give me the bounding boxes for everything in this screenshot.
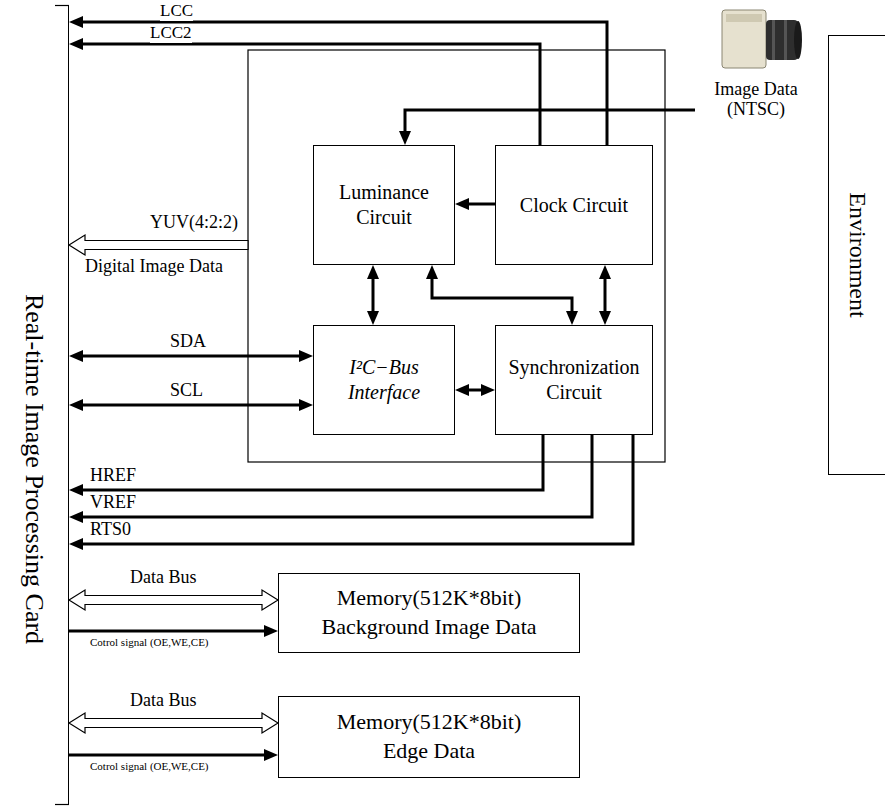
memory-box: Memory(512K*8bit)Background Image Data [278, 573, 580, 653]
signal-name: LCC [160, 2, 193, 21]
circuit-block: Clock Circuit [495, 145, 653, 265]
block-text: Clock Circuit [502, 193, 646, 218]
arrow-head [69, 538, 83, 550]
card-band: Real-time Image Processing Card [0, 5, 69, 805]
bracket-tick [55, 804, 69, 805]
hollow-arrow [69, 235, 248, 255]
circuit-block: Luminance Circuit [313, 145, 455, 265]
signal-arrow [367, 265, 379, 325]
interface-block: I²C−Bus Interface [313, 325, 455, 435]
lens-ring [772, 20, 775, 60]
signal-name: RTS0 [90, 520, 131, 540]
arrow-head [399, 131, 411, 145]
annotation-label: Digital Image Data [85, 257, 223, 277]
signal-arrow [455, 198, 495, 210]
block-text: I²C−Bus Interface [320, 355, 448, 405]
image-wire [405, 110, 695, 131]
signal-line [82, 355, 300, 358]
block-text: Synchronization Circuit [502, 355, 646, 405]
signal-line [372, 278, 375, 312]
signal-name: SDA [170, 332, 206, 352]
camera-lens [766, 20, 798, 60]
signal-name: VREF [90, 493, 136, 513]
arrow-head [426, 265, 438, 279]
arrow-head [69, 350, 83, 362]
arrow-head [481, 384, 495, 396]
signal-line [604, 278, 607, 312]
block-text: Background Image Data [285, 613, 573, 642]
vertical-title: Environment [844, 192, 871, 317]
signal-line [69, 754, 265, 757]
camera-icon [722, 10, 802, 68]
signal-arrow [455, 384, 495, 396]
arrow-head [69, 484, 83, 496]
arrow-head [599, 311, 611, 325]
lens-front [794, 21, 802, 59]
signal-line [82, 435, 633, 544]
block-text: Memory(512K*8bit) [285, 708, 573, 737]
memory-box: Memory(512K*8bit)Edge Data [278, 696, 580, 778]
arrow-head [367, 265, 379, 279]
signal-line [432, 278, 572, 312]
signal-line [82, 44, 540, 145]
lens-ring [784, 20, 787, 60]
signal-name: SCL [170, 381, 203, 401]
signal-arrow [69, 435, 633, 550]
signal-line [82, 22, 607, 145]
signal-arrow [69, 16, 607, 145]
block-text: Edge Data [285, 737, 573, 766]
arrow-head [69, 399, 83, 411]
signal-line [82, 435, 543, 490]
signal-name: Cotrol signal (OE,WE,CE) [90, 636, 209, 648]
arrow-head [264, 625, 278, 637]
signal-line [468, 389, 482, 392]
arrow-head [69, 511, 83, 523]
signal-arrow [426, 265, 578, 325]
block-text: Luminance Circuit [320, 180, 448, 230]
bus-arrow [69, 590, 278, 610]
signal-arrow [69, 38, 540, 145]
arrow-head [69, 16, 83, 28]
camera-detail [726, 14, 762, 22]
signal-arrow [69, 435, 592, 523]
signal-line [468, 203, 495, 206]
arrow-head [566, 311, 578, 325]
camera-body [722, 10, 766, 68]
signal-line [82, 435, 592, 517]
signal-name: Data Bus [130, 568, 197, 588]
arrow-head [599, 265, 611, 279]
bus-shape [69, 590, 278, 610]
bracket-tick [55, 5, 69, 6]
arrow-head [264, 749, 278, 761]
signal-arrow [69, 399, 313, 411]
arrow-head [69, 38, 83, 50]
circuit-block: Synchronization Circuit [495, 325, 653, 435]
signal-name: Data Bus [130, 691, 197, 711]
arrow-head [455, 384, 469, 396]
arrow-head [455, 198, 469, 210]
signal-name: LCC2 [150, 24, 192, 43]
environment-band: Environment [828, 35, 885, 475]
bus-arrow [69, 713, 278, 733]
annotation-label: Image Data (NTSC) [700, 80, 812, 120]
signal-arrow [69, 435, 543, 496]
bus-shape [69, 713, 278, 733]
signal-arrow [599, 265, 611, 325]
signal-name: Cotrol signal (OE,WE,CE) [90, 760, 209, 772]
chip-outline [248, 50, 665, 462]
arrow-head [299, 350, 313, 362]
block-text: Memory(512K*8bit) [285, 584, 573, 613]
arrow-head [299, 399, 313, 411]
signal-line [82, 404, 300, 407]
signal-arrow [69, 350, 313, 362]
annotation-label: YUV(4:2:2) [150, 213, 238, 233]
signal-line [69, 630, 265, 633]
vertical-title: Real-time Image Processing Card [19, 294, 49, 644]
signal-name: HREF [90, 466, 136, 486]
arrow-head [367, 311, 379, 325]
